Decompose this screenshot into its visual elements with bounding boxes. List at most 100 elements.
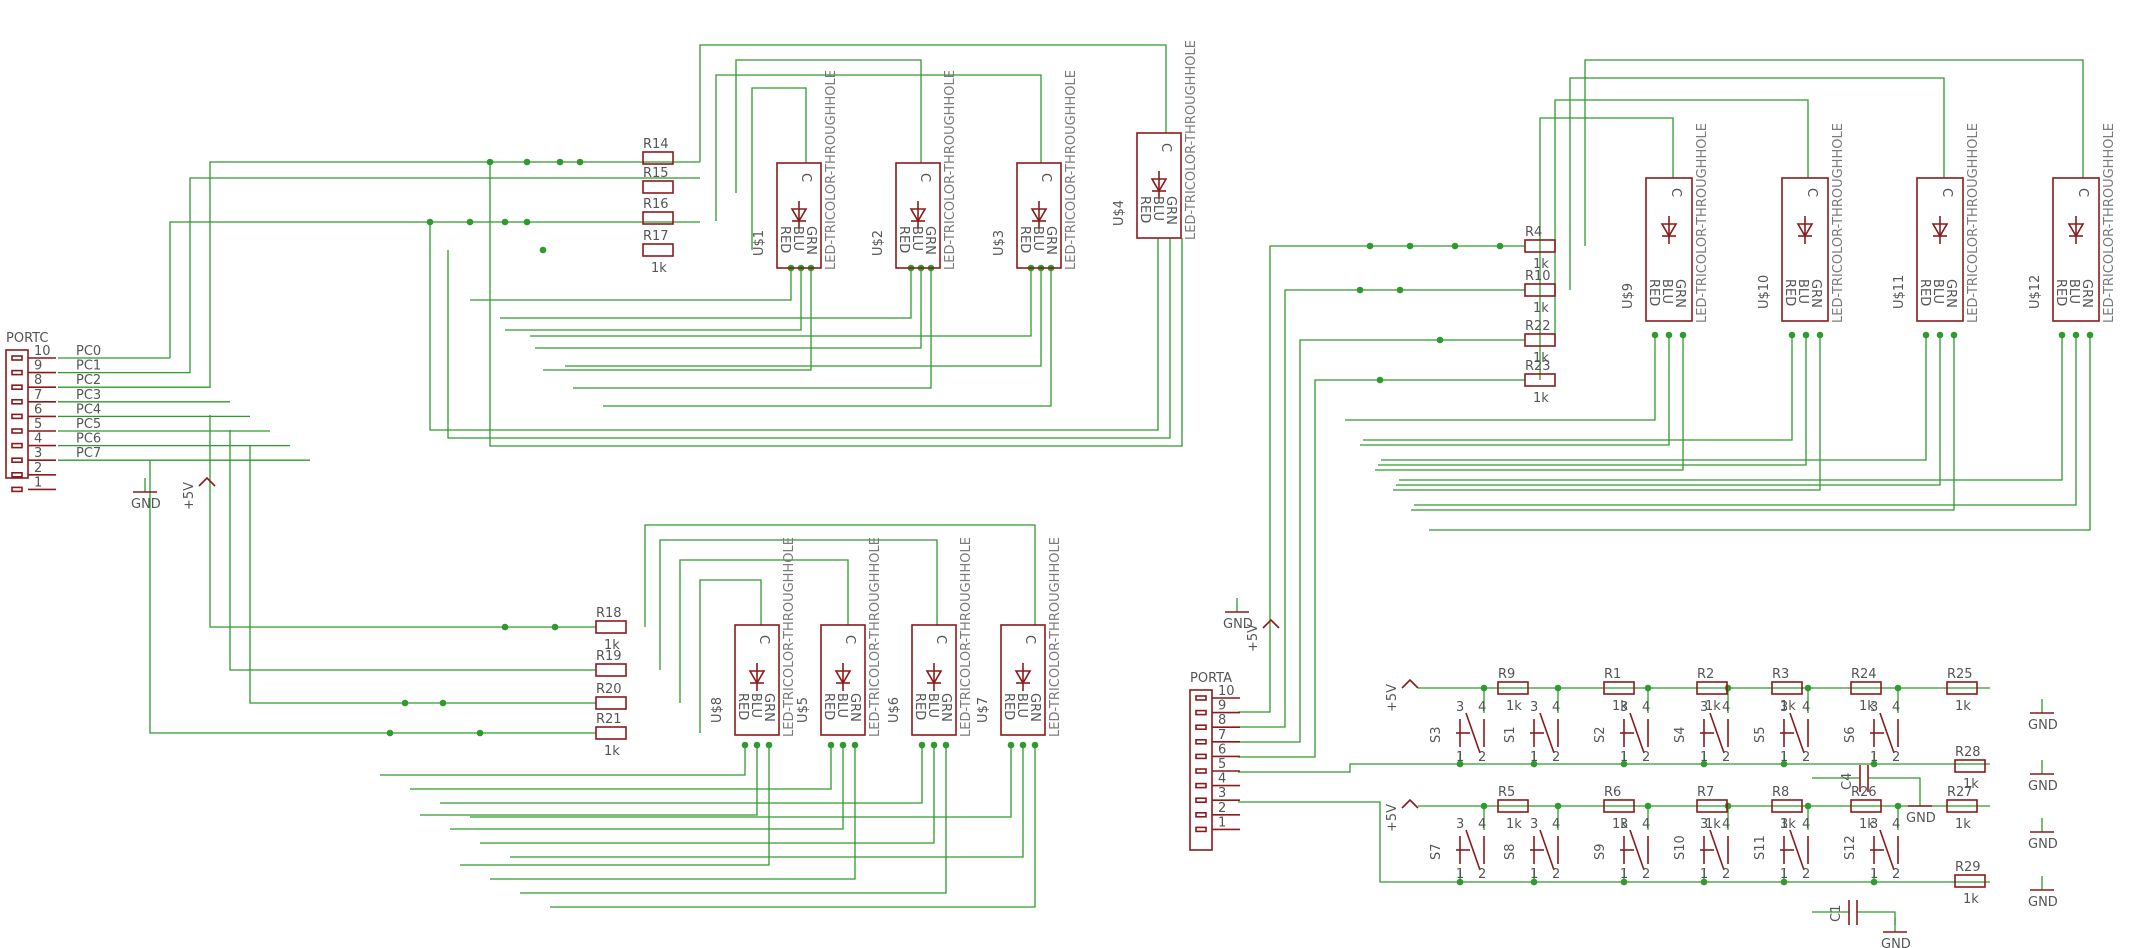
pin-label: BLU <box>1795 279 1810 304</box>
pin-label: GRN <box>1808 279 1823 308</box>
resistor-body <box>1954 874 1986 888</box>
junction-dot <box>1894 684 1902 692</box>
pin-number: 8 <box>34 373 42 388</box>
vcc-label: +5V <box>1385 804 1400 832</box>
junction-dot <box>1554 802 1562 810</box>
resistor-value: 1k <box>1506 817 1522 832</box>
wire <box>735 59 922 193</box>
wire <box>505 268 802 331</box>
resistor-body <box>1603 681 1635 695</box>
connector-pin <box>1195 826 1207 833</box>
resistor-value: 1k <box>1963 777 1979 792</box>
led-name: U$5 <box>796 697 811 723</box>
junction-dot <box>551 623 559 631</box>
common-pin-label: C <box>933 635 948 644</box>
common-pin-label: C <box>917 173 932 182</box>
wire <box>751 87 807 250</box>
switch-name: S9 <box>1593 843 1608 860</box>
resistor-value: 1k <box>604 744 620 759</box>
led-value: LED-TRICOLOR-THROUGHHOLE <box>1064 70 1079 270</box>
resistor-r15: R15 <box>642 166 674 194</box>
wire <box>209 161 700 388</box>
switch-name: S8 <box>1503 843 1518 860</box>
pin-number: 1 <box>1218 815 1226 830</box>
resistor-r4: R4 1k <box>1524 225 1556 272</box>
junction-dot <box>1780 760 1788 768</box>
switch-pin: 1 <box>1780 750 1788 765</box>
wire <box>699 579 762 733</box>
switch-contact <box>1879 829 1895 871</box>
junction-dot <box>1376 376 1384 384</box>
switch-pin: 4 <box>1722 817 1730 832</box>
wire <box>510 745 1024 858</box>
connector-pin <box>11 355 23 361</box>
cap-name: C4 <box>1840 773 1855 790</box>
vcc-symbol: +5V <box>1385 798 1419 832</box>
switch-contact <box>1789 712 1805 754</box>
led-value: LED-TRICOLOR-THROUGHHOLE <box>1695 123 1710 323</box>
wire <box>1238 379 1525 758</box>
junction-dot <box>765 741 773 749</box>
pin-label: GRN <box>938 693 953 722</box>
common-pin-label: C <box>1158 143 1173 152</box>
pin-label: BLU <box>790 226 805 251</box>
wire <box>543 268 812 371</box>
switch-pin: 4 <box>1892 700 1900 715</box>
junction-dot <box>1356 286 1364 294</box>
junction-dot <box>1644 802 1652 810</box>
resistor-name: R4 <box>1525 225 1542 240</box>
resistor-name: R21 <box>596 712 622 727</box>
junction-dot <box>918 741 926 749</box>
connector-pin <box>1195 797 1207 804</box>
wire <box>520 745 947 894</box>
common-pin-label: C <box>1038 173 1053 182</box>
resistor-body <box>1696 799 1728 813</box>
pin-number: 10 <box>1218 684 1235 699</box>
led-value: LED-TRICOLOR-THROUGHHOLE <box>2102 123 2117 323</box>
switch-contact <box>1879 712 1895 754</box>
pin-number: 5 <box>34 417 42 432</box>
resistor-body <box>595 663 627 677</box>
resistor-value: 1k <box>1612 699 1628 714</box>
wire <box>1381 335 1927 461</box>
pin-label: RED <box>1917 279 1932 306</box>
junction-dot <box>1724 802 1732 810</box>
wire <box>470 745 1012 818</box>
switch-pin: 2 <box>1892 867 1900 882</box>
wire <box>1411 335 1955 511</box>
resistor-name: R27 <box>1947 785 1973 800</box>
junction-dot <box>839 741 847 749</box>
resistor-value: 1k <box>1506 699 1522 714</box>
switch-name: S3 <box>1429 726 1444 743</box>
resistor-value: 1k <box>1705 699 1721 714</box>
resistor-body <box>1524 239 1556 253</box>
junction-dot <box>1007 741 1015 749</box>
net-label: PC4 <box>76 402 101 417</box>
junction-dot <box>1679 331 1687 339</box>
resistor-body <box>642 151 674 165</box>
junction-dot <box>426 218 434 226</box>
switch-pin: 3 <box>1870 817 1878 832</box>
switch-pin: 3 <box>1620 817 1628 832</box>
resistor-value: 1k <box>1533 257 1549 272</box>
connector-pin <box>11 442 23 449</box>
resistor-value: 1k <box>1780 817 1796 832</box>
junction-dot <box>501 623 509 631</box>
switch-pin: 2 <box>1722 867 1730 882</box>
pin-label: GRN <box>922 226 937 255</box>
switch-pin: 4 <box>1642 817 1650 832</box>
wire <box>550 745 1036 908</box>
common-pin-label: C <box>756 635 771 644</box>
junction-dot <box>930 741 938 749</box>
junction-dot <box>1936 331 1944 339</box>
led-body <box>911 624 957 736</box>
connector-name: PORTC <box>6 331 48 346</box>
pin-label: GRN <box>1672 279 1687 308</box>
